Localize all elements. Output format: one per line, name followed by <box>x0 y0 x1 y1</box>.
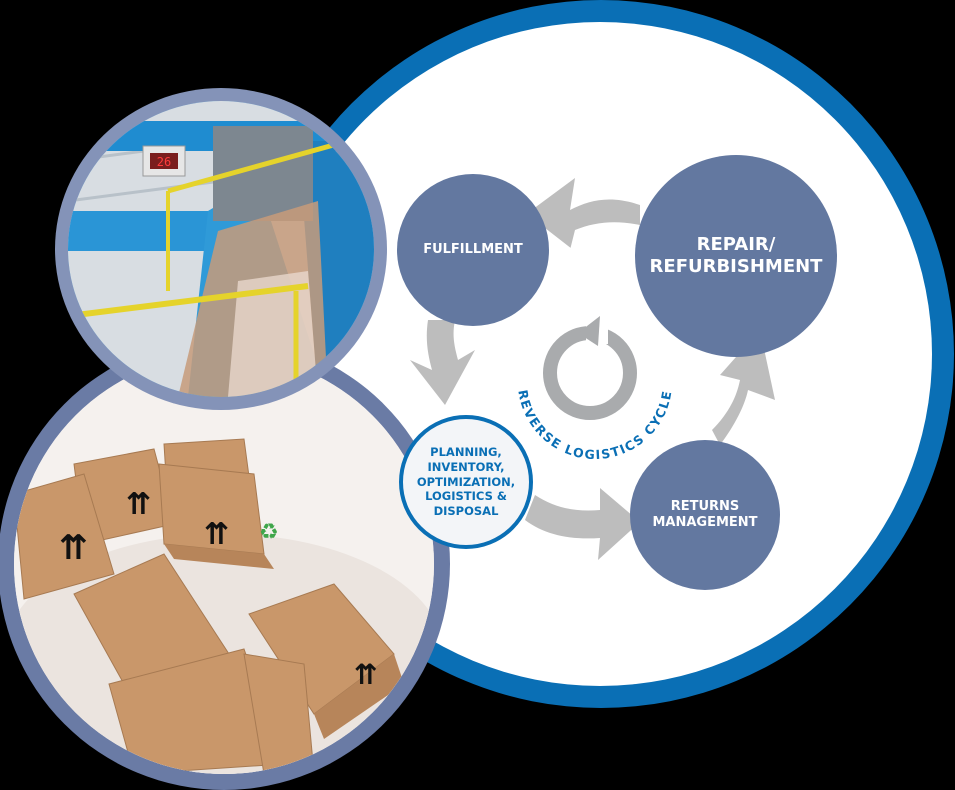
node-returns-management: RETURNS MANAGEMENT <box>630 440 780 590</box>
node-repair-refurbishment: REPAIR/ REFURBISHMENT <box>635 155 837 357</box>
node-repair-label-line1: REPAIR/ <box>696 234 776 256</box>
svg-text:⇈: ⇈ <box>354 658 377 691</box>
node-planning-line5: DISPOSAL <box>433 504 499 519</box>
conveyor-photo: 26 <box>68 101 374 397</box>
cycle-title: REVERSE LOGISTICS CYCLE <box>515 389 674 463</box>
node-planning: PLANNING, INVENTORY, OPTIMIZATION, LOGIS… <box>399 415 533 549</box>
svg-text:⇈: ⇈ <box>59 528 88 568</box>
svg-text:⇈: ⇈ <box>204 517 229 552</box>
svg-text:♻: ♻ <box>259 520 279 545</box>
node-fulfillment-label: FULFILLMENT <box>423 242 523 258</box>
node-fulfillment: FULFILLMENT <box>397 174 549 326</box>
cycle-icon <box>543 316 637 420</box>
node-returns-label-line2: MANAGEMENT <box>652 515 758 530</box>
node-planning-line2: INVENTORY, <box>427 459 505 474</box>
node-repair-label-line2: REFURBISHMENT <box>649 256 823 277</box>
svg-text:⇈: ⇈ <box>126 487 151 522</box>
cardboard-boxes-illustration: ⇈ ⇈ ⇈ ⇈ ♻ <box>14 354 434 774</box>
node-returns-label-line1: RETURNS <box>670 499 740 515</box>
node-planning-line1: PLANNING, <box>430 444 502 459</box>
boxes-photo: ⇈ ⇈ ⇈ ⇈ ♻ <box>14 354 434 774</box>
conveyor-illustration: 26 <box>68 101 374 397</box>
node-planning-line4: LOGISTICS & <box>425 489 507 504</box>
counter-display: 26 <box>157 155 171 169</box>
node-planning-line3: OPTIMIZATION, <box>416 474 516 489</box>
